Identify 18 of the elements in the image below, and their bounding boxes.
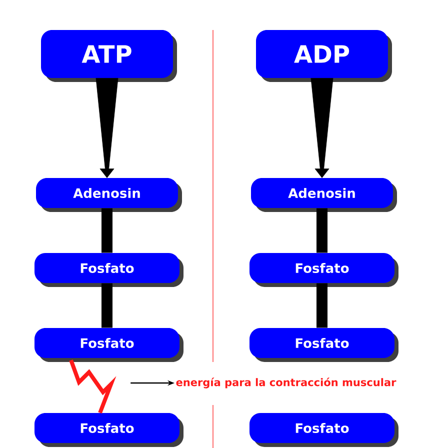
bond-bar	[102, 208, 112, 253]
label-box: Fosfato	[34, 253, 184, 287]
bond-bar	[102, 283, 112, 328]
bond-bar	[316, 208, 328, 253]
label-box: Fosfato	[34, 413, 184, 447]
label-box: Fosfato	[34, 328, 184, 362]
lightning-bolt	[69, 360, 116, 414]
label-box: Fosfato	[250, 328, 398, 362]
tapered-arrow	[96, 78, 118, 178]
label-box: Adenosin	[251, 178, 397, 212]
label-box: Fosfato	[250, 413, 398, 447]
bond-bar	[316, 283, 328, 328]
label-box: Fosfato	[250, 253, 398, 287]
caption-text: energía para la contracción muscular	[176, 378, 396, 388]
label-box: ATP	[41, 30, 177, 82]
label-box: Adenosin	[36, 178, 182, 212]
label-box: ADP	[256, 30, 392, 82]
tapered-arrow	[310, 78, 334, 178]
